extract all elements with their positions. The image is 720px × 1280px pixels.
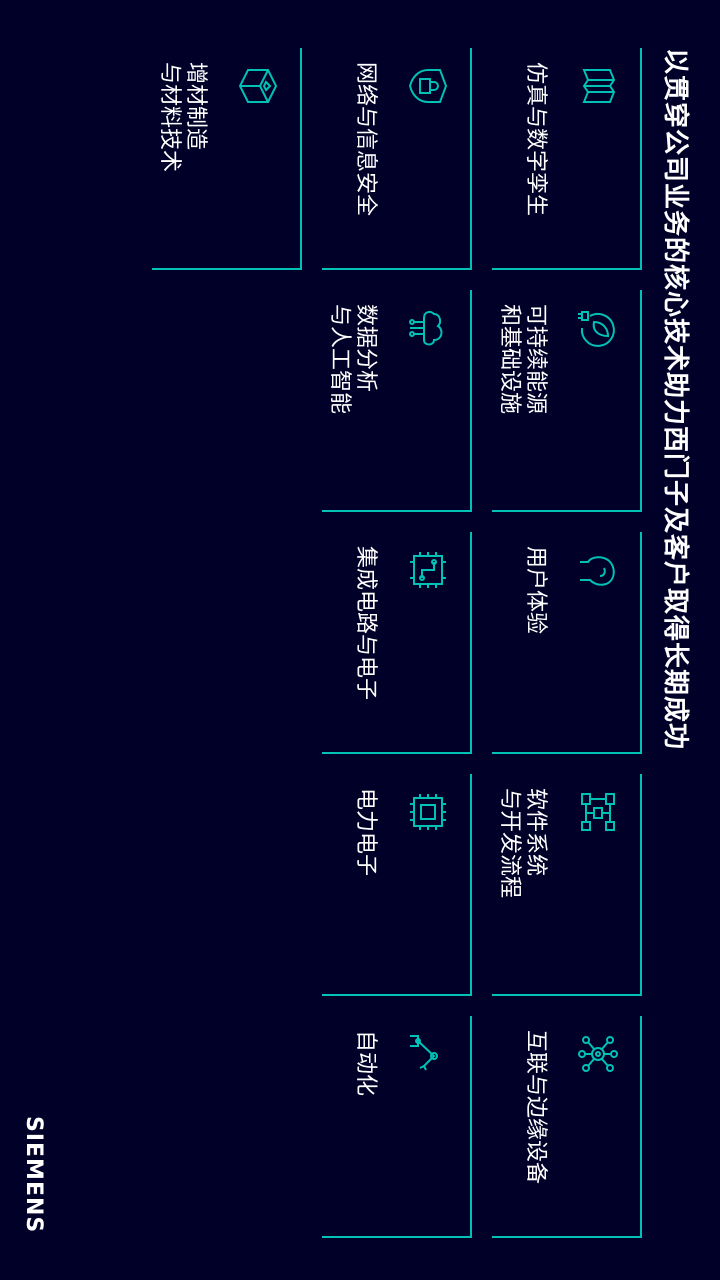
tile-automation[interactable]: 自动化	[322, 1016, 472, 1238]
head-profile-icon	[578, 550, 618, 590]
tile-label: 网络与信息安全	[353, 62, 378, 217]
leaf-plug-icon	[578, 308, 618, 348]
tile-simulation[interactable]: 仿真与数字孪生	[492, 48, 642, 270]
tile-label: 自动化	[353, 1030, 378, 1097]
tile-data-ai[interactable]: 数据分析 与人工智能	[322, 290, 472, 512]
tile-label: 互联与边缘设备	[523, 1030, 548, 1185]
page-title: 以贯穿公司业务的核心技术助力西门子及客户取得长期成功	[660, 48, 690, 751]
robot-arm-icon	[408, 1034, 448, 1074]
tile-user-experience[interactable]: 用户体验	[492, 532, 642, 754]
shield-lock-icon	[408, 66, 448, 106]
tile-label: 集成电路与电子	[353, 546, 378, 701]
tile-label: 增材制造 与材料技术	[157, 62, 208, 173]
tile-integrated-circuits[interactable]: 集成电路与电子	[322, 532, 472, 754]
tile-connectivity-edge[interactable]: 互联与边缘设备	[492, 1016, 642, 1238]
tile-additive-manufacturing[interactable]: 增材制造 与材料技术	[152, 48, 302, 270]
chip-icon	[408, 792, 448, 832]
book-icon	[578, 66, 618, 106]
tile-label: 电力电子	[353, 788, 378, 877]
circuit-board-icon	[408, 550, 448, 590]
tile-label: 可持续能源 和基础设施	[497, 304, 548, 415]
cube-icon	[238, 66, 278, 106]
tile-label: 仿真与数字孪生	[523, 62, 548, 217]
tile-power-electronics[interactable]: 电力电子	[322, 774, 472, 996]
siemens-logo: SIEMENS	[21, 1116, 46, 1234]
tile-software-systems[interactable]: 软件系统 与开发流程	[492, 774, 642, 996]
tile-label: 用户体验	[523, 546, 548, 635]
network-icon	[578, 1034, 618, 1074]
tile-label: 软件系统 与开发流程	[497, 788, 548, 899]
tile-sustainable-energy[interactable]: 可持续能源 和基础设施	[492, 290, 642, 512]
cloud-circuit-icon	[408, 308, 448, 348]
tile-cybersecurity[interactable]: 网络与信息安全	[322, 48, 472, 270]
flow-icon	[578, 792, 618, 832]
tile-label: 数据分析 与人工智能	[327, 304, 378, 415]
